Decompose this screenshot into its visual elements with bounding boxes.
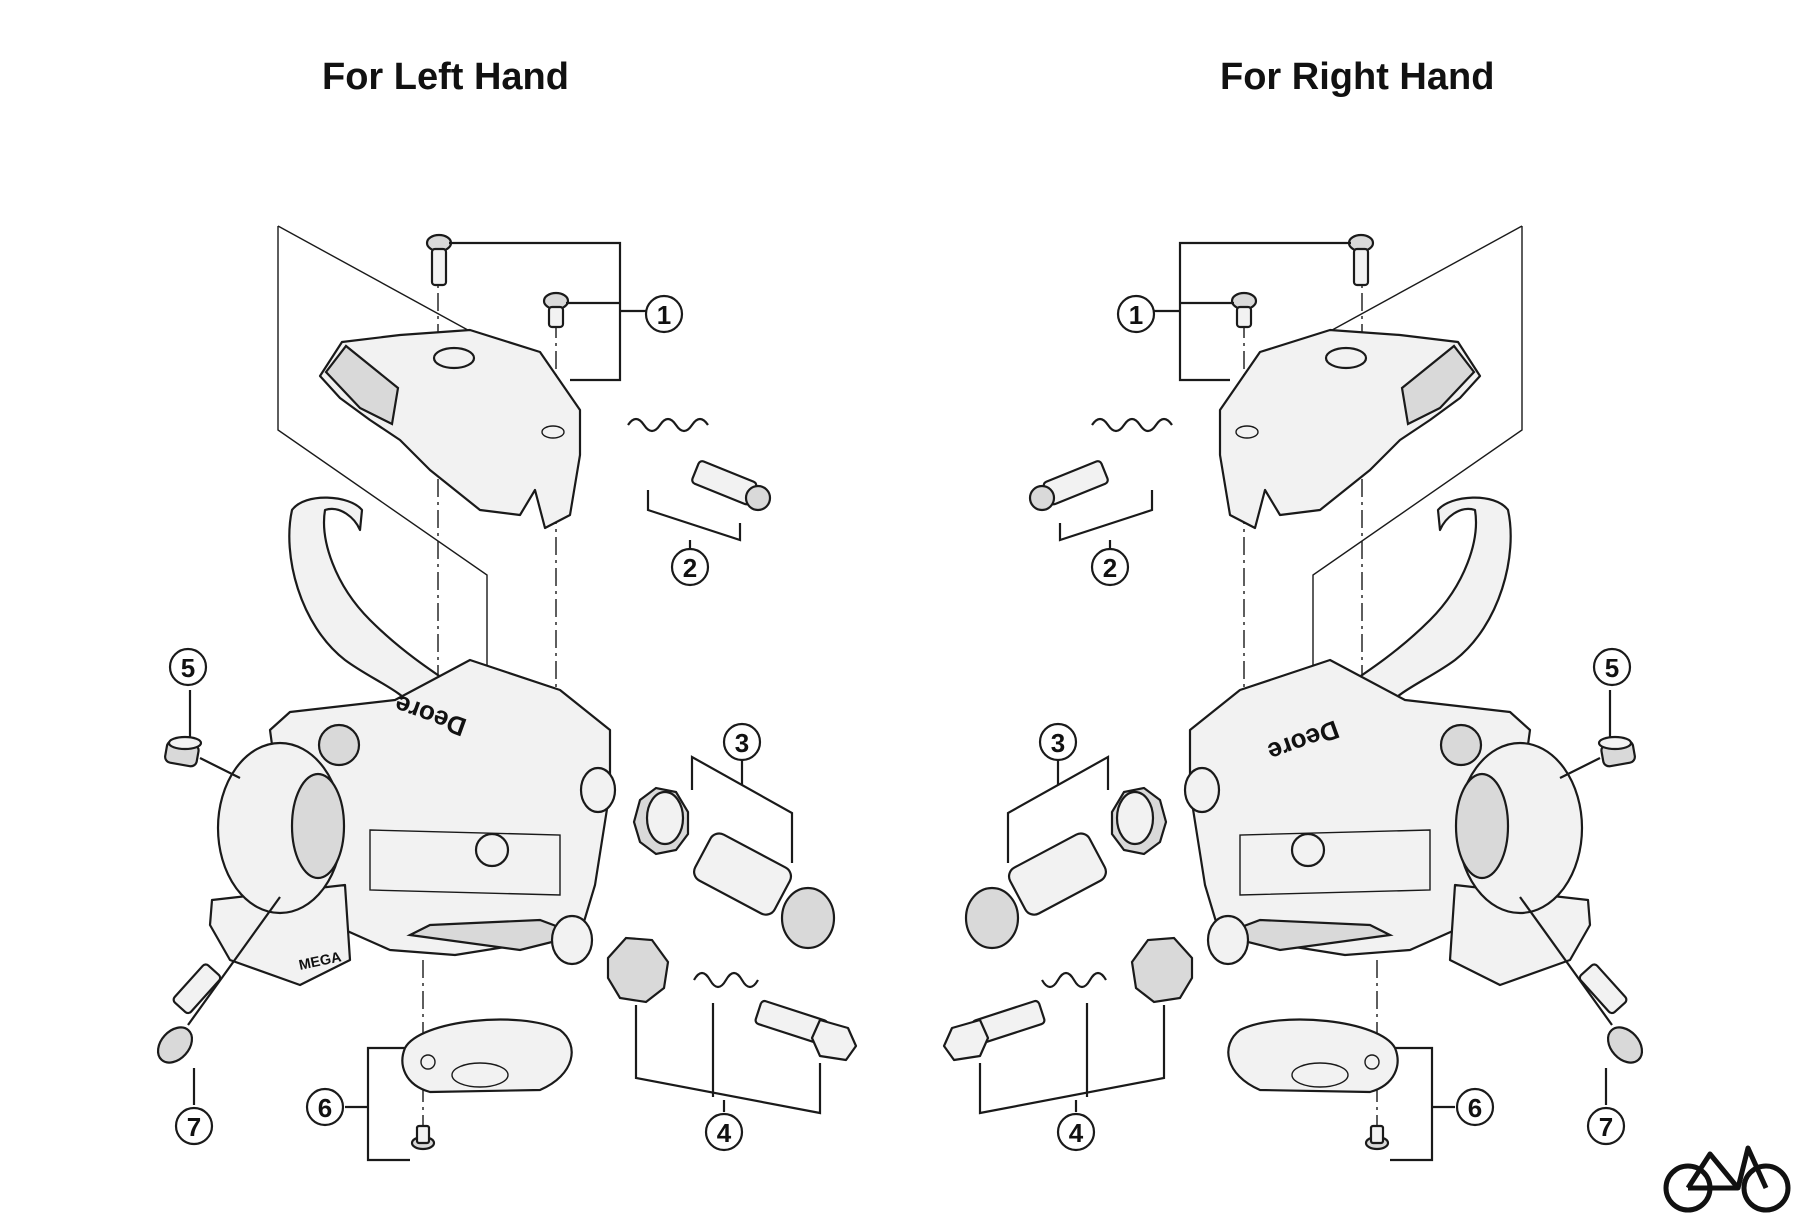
bicycle-icon (1663, 1145, 1791, 1213)
left-hand-assembly: Deore MEGA (156, 225, 858, 1162)
svg-text:7: 7 (1599, 1112, 1613, 1142)
left-spring-adjuster (606, 936, 858, 1062)
right-top-cover (1218, 328, 1482, 530)
left-screw-long (425, 233, 453, 287)
left-callout-4: 4 (704, 1112, 744, 1152)
svg-text:2: 2 (1103, 553, 1117, 583)
left-callout-2: 2 (670, 547, 710, 587)
right-screw-long (1347, 233, 1375, 287)
right-mounting-bolt (1578, 963, 1644, 1064)
left-callout-7: 7 (174, 1106, 214, 1146)
svg-text:6: 6 (318, 1093, 332, 1123)
svg-text:7: 7 (187, 1112, 201, 1142)
left-cable-adjuster (632, 786, 836, 950)
svg-text:3: 3 (1051, 728, 1065, 758)
svg-text:5: 5 (1605, 653, 1619, 683)
right-callout-3: 3 (1038, 722, 1078, 762)
title-right-hand: For Right Hand (1220, 56, 1495, 98)
svg-text:4: 4 (1069, 1118, 1084, 1148)
svg-text:3: 3 (735, 728, 749, 758)
left-end-plug (164, 735, 203, 768)
left-mounting-bolt (156, 963, 222, 1064)
right-spring-adjuster (942, 936, 1194, 1062)
left-screw-short (542, 291, 570, 329)
svg-text:1: 1 (657, 300, 671, 330)
right-callout-7: 7 (1586, 1106, 1626, 1146)
left-callout-5: 5 (168, 647, 208, 687)
right-hand-assembly: Deore 1 2 3 4 5 6 7 (942, 225, 1644, 1162)
svg-text:5: 5 (181, 653, 195, 683)
title-left-hand: For Left Hand (322, 56, 569, 98)
left-callout-1: 1 (644, 294, 684, 334)
right-shifter-body (1183, 658, 1592, 987)
left-bottom-cover (401, 1018, 573, 1151)
right-callout-2: 2 (1090, 547, 1130, 587)
svg-text:1: 1 (1129, 300, 1143, 330)
left-callout-3: 3 (722, 722, 762, 762)
left-spring-bolt (627, 417, 772, 512)
right-cable-adjuster (964, 786, 1168, 950)
right-callout-4: 4 (1056, 1112, 1096, 1152)
right-callout-1: 1 (1116, 294, 1156, 334)
svg-text:4: 4 (717, 1118, 732, 1148)
left-shifter-body: Deore MEGA (208, 658, 617, 987)
right-spring-bolt (1028, 417, 1173, 512)
svg-text:6: 6 (1468, 1093, 1482, 1123)
right-end-plug (1597, 735, 1636, 768)
right-callout-5: 5 (1592, 647, 1632, 687)
left-top-cover (318, 328, 582, 530)
right-callout-6: 6 (1455, 1087, 1495, 1127)
left-callout-6: 6 (305, 1087, 345, 1127)
right-screw-short (1230, 291, 1258, 329)
svg-text:2: 2 (683, 553, 697, 583)
right-bottom-cover (1227, 1018, 1399, 1151)
